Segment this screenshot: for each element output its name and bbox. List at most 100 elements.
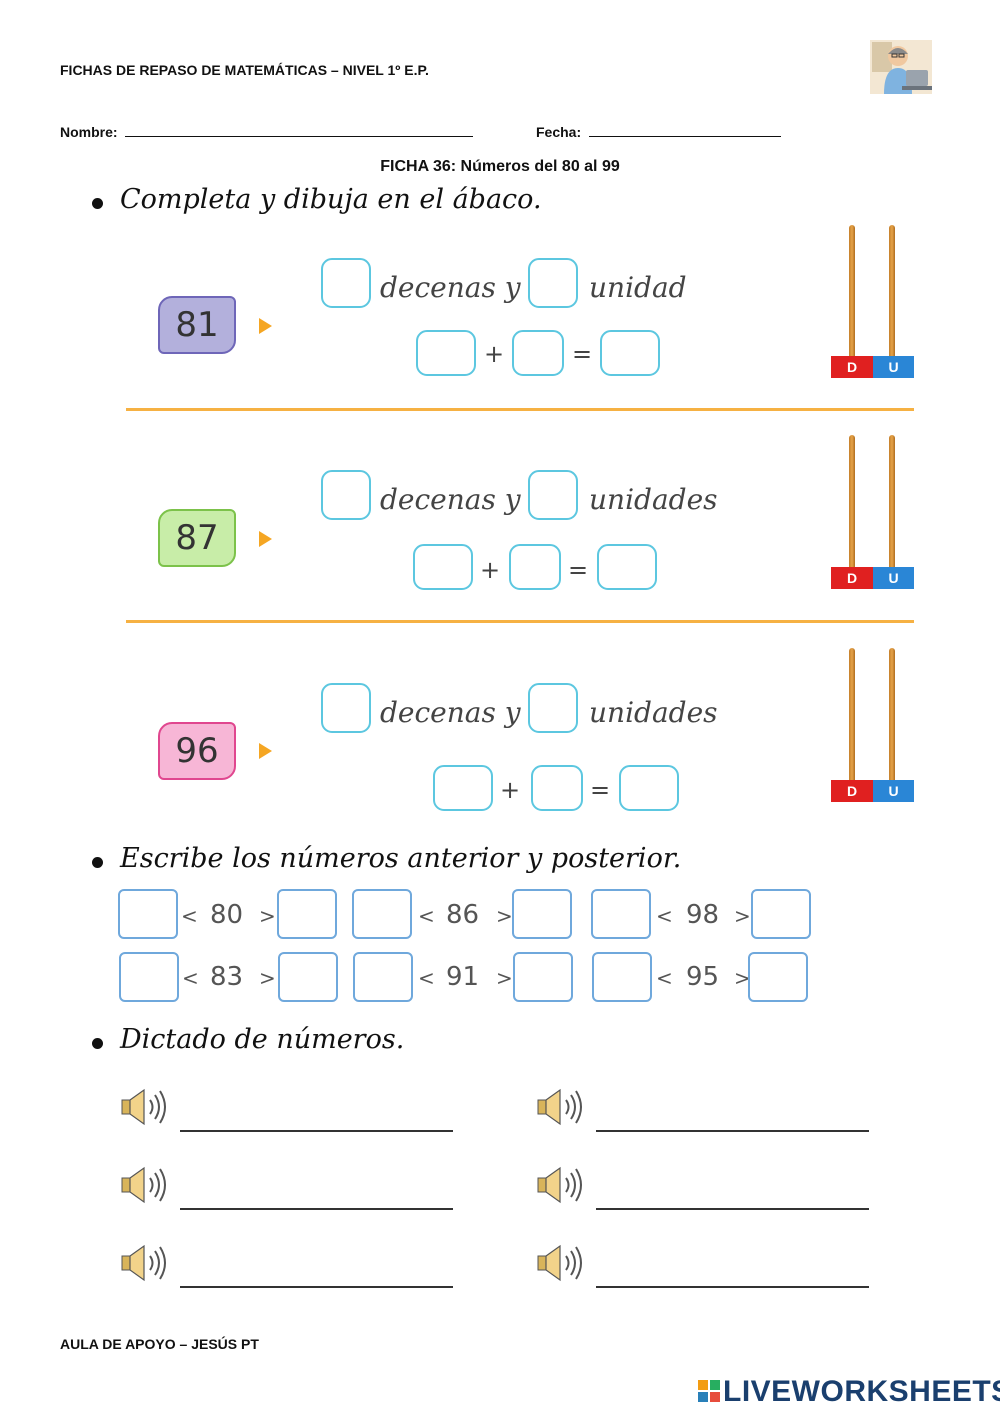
greater-than-sign: > bbox=[734, 966, 751, 990]
next-number-box[interactable] bbox=[277, 889, 337, 939]
tens-box[interactable] bbox=[321, 258, 371, 308]
previous-number-box[interactable] bbox=[119, 952, 179, 1002]
less-than-sign: < bbox=[418, 966, 435, 990]
answer-line[interactable] bbox=[596, 1208, 869, 1210]
less-than-sign: < bbox=[182, 966, 199, 990]
less-than-sign: < bbox=[656, 966, 673, 990]
arrow-icon bbox=[259, 318, 272, 334]
answer-line[interactable] bbox=[180, 1208, 453, 1210]
units-label: unidades bbox=[589, 696, 718, 729]
tens-box[interactable] bbox=[321, 470, 371, 520]
speaker-icon[interactable] bbox=[120, 1242, 170, 1284]
greater-than-sign: > bbox=[259, 966, 276, 990]
abacus-label-u: U bbox=[873, 780, 914, 802]
equals-sign: = bbox=[572, 340, 593, 368]
speaker-icon[interactable] bbox=[536, 1086, 586, 1128]
plus-sign: + bbox=[480, 556, 501, 584]
speaker-icon[interactable] bbox=[120, 1164, 170, 1206]
abacus-rod-tens[interactable] bbox=[849, 435, 855, 568]
divider bbox=[126, 408, 914, 411]
section3-instruction: Dictado de números. bbox=[120, 1024, 405, 1055]
number-tag: 96 bbox=[158, 722, 236, 780]
previous-number-box[interactable] bbox=[591, 889, 651, 939]
units-box[interactable] bbox=[528, 470, 578, 520]
given-number: 91 bbox=[446, 962, 480, 992]
previous-number-box[interactable] bbox=[353, 952, 413, 1002]
given-number: 80 bbox=[210, 900, 244, 930]
footer-credit: AULA DE APOYO – JESÚS PT bbox=[60, 1336, 259, 1352]
addend-box[interactable] bbox=[433, 765, 493, 811]
abacus-label-d: D bbox=[831, 356, 873, 378]
greater-than-sign: > bbox=[496, 966, 513, 990]
answer-line[interactable] bbox=[596, 1130, 869, 1132]
date-line[interactable] bbox=[589, 121, 782, 137]
divider bbox=[126, 620, 914, 623]
abacus-rod-units[interactable] bbox=[889, 225, 895, 357]
abacus-label-d: D bbox=[831, 567, 873, 589]
abacus-rod-tens[interactable] bbox=[849, 225, 855, 357]
next-number-box[interactable] bbox=[751, 889, 811, 939]
liveworksheets-logo-icon bbox=[698, 1380, 720, 1402]
abacus-rod-tens[interactable] bbox=[849, 648, 855, 781]
less-than-sign: < bbox=[181, 904, 198, 928]
units-label: unidad bbox=[589, 271, 687, 304]
next-number-box[interactable] bbox=[748, 952, 808, 1002]
next-number-box[interactable] bbox=[513, 952, 573, 1002]
given-number: 95 bbox=[686, 962, 720, 992]
equals-sign: = bbox=[590, 776, 611, 804]
less-than-sign: < bbox=[418, 904, 435, 928]
next-number-box[interactable] bbox=[278, 952, 338, 1002]
units-label: unidades bbox=[589, 483, 718, 516]
answer-line[interactable] bbox=[596, 1286, 869, 1288]
addend-box[interactable] bbox=[416, 330, 476, 376]
addend-box[interactable] bbox=[413, 544, 473, 590]
bullet bbox=[92, 198, 103, 209]
arrow-icon bbox=[259, 531, 272, 547]
worksheet-series-title: FICHAS DE REPASO DE MATEMÁTICAS – NIVEL … bbox=[60, 62, 429, 78]
section2-instruction: Escribe los números anterior y posterior… bbox=[120, 843, 682, 874]
greater-than-sign: > bbox=[259, 904, 276, 928]
addend-box[interactable] bbox=[512, 330, 564, 376]
abacus-label-u: U bbox=[873, 356, 914, 378]
units-box[interactable] bbox=[528, 258, 578, 308]
tens-label: decenas y bbox=[380, 483, 521, 516]
abacus-label-d: D bbox=[831, 780, 873, 802]
speaker-icon[interactable] bbox=[120, 1086, 170, 1128]
answer-line[interactable] bbox=[180, 1130, 453, 1132]
answer-line[interactable] bbox=[180, 1286, 453, 1288]
liveworksheets-brand[interactable]: LIVEWORKSHEETS bbox=[723, 1375, 1000, 1408]
sum-box[interactable] bbox=[619, 765, 679, 811]
units-box[interactable] bbox=[528, 683, 578, 733]
number-tag: 81 bbox=[158, 296, 236, 354]
addend-box[interactable] bbox=[531, 765, 583, 811]
greater-than-sign: > bbox=[496, 904, 513, 928]
given-number: 83 bbox=[210, 962, 244, 992]
speaker-icon[interactable] bbox=[536, 1242, 586, 1284]
abacus-rod-units[interactable] bbox=[889, 648, 895, 781]
name-line[interactable] bbox=[125, 121, 474, 137]
previous-number-box[interactable] bbox=[592, 952, 652, 1002]
tens-box[interactable] bbox=[321, 683, 371, 733]
tens-label: decenas y bbox=[380, 696, 521, 729]
abacus-rod-units[interactable] bbox=[889, 435, 895, 568]
previous-number-box[interactable] bbox=[352, 889, 412, 939]
sheet-title: FICHA 36: Números del 80 al 99 bbox=[380, 158, 620, 175]
abacus-label-u: U bbox=[873, 567, 914, 589]
date-field[interactable]: Fecha: bbox=[536, 121, 782, 140]
number-tag: 87 bbox=[158, 509, 236, 567]
next-number-box[interactable] bbox=[512, 889, 572, 939]
given-number: 86 bbox=[446, 900, 480, 930]
given-number: 98 bbox=[686, 900, 720, 930]
plus-sign: + bbox=[500, 776, 521, 804]
sum-box[interactable] bbox=[597, 544, 657, 590]
addend-box[interactable] bbox=[509, 544, 561, 590]
section1-instruction: Completa y dibuja en el ábaco. bbox=[120, 184, 542, 215]
tens-label: decenas y bbox=[380, 271, 521, 304]
speaker-icon[interactable] bbox=[536, 1164, 586, 1206]
name-field[interactable]: Nombre: bbox=[60, 121, 474, 140]
sum-box[interactable] bbox=[600, 330, 660, 376]
previous-number-box[interactable] bbox=[118, 889, 178, 939]
plus-sign: + bbox=[484, 340, 505, 368]
bullet bbox=[92, 1038, 103, 1049]
arrow-icon bbox=[259, 743, 272, 759]
